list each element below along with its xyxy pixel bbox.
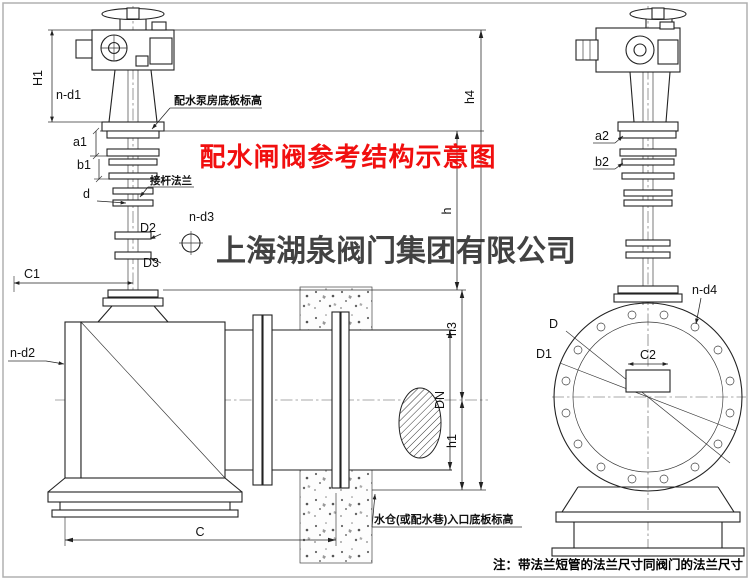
pipe-flange [252, 314, 263, 486]
footnote-text: 注：带法兰短管的法兰尺寸同阀门的法兰尺寸 [493, 557, 744, 572]
wall-flange [331, 311, 341, 489]
watermark-text: 上海湖泉阀门集团有限公司 [216, 234, 576, 269]
wall-flange [340, 311, 350, 489]
bolt-holes [561, 310, 735, 484]
dim-label-D: D [549, 317, 558, 331]
dim-label-d: d [83, 187, 90, 201]
side-stem-flanges [613, 130, 683, 303]
dim-label-h3: h3 [445, 322, 459, 336]
diagram-title: 配水闸阀参考结构示意图 [199, 142, 496, 172]
dim-label-n-d1: n-d1 [56, 88, 81, 102]
side-stem [642, 72, 654, 305]
dim-label-C: C [195, 525, 204, 539]
annotation-stem-flange: 接杆法兰 [150, 174, 192, 187]
dim-label-D3: D3 [143, 256, 159, 270]
annotation-inlet-floor: 水仓(或配水巷)入口底板标高 [374, 512, 513, 526]
side-valve-flange [553, 302, 743, 492]
dim-label-b1: b1 [77, 158, 91, 172]
front-actuator [75, 7, 175, 132]
outlet-pipe [225, 311, 452, 489]
side-base [551, 486, 745, 557]
front-view [47, 7, 486, 518]
labels: H1 n-d1 a1 b1 d D2 D3 n-d3 C1 n-d2 C h4 … [10, 70, 717, 539]
inlet-flange [64, 321, 82, 479]
pipe-flange [262, 314, 273, 486]
dim-label-H1: H1 [31, 70, 45, 86]
dim-label-n-d2: n-d2 [10, 346, 35, 360]
dim-label-DN: DN [433, 391, 447, 409]
pipe-break-symbol [398, 387, 442, 459]
dim-label-h1: h1 [445, 434, 459, 448]
flange-outer-circle [553, 302, 743, 492]
dim-label-h: h [440, 207, 454, 214]
dim-label-D2: D2 [140, 221, 156, 235]
side-actuator [575, 7, 687, 132]
dim-label-h4: h4 [463, 90, 477, 104]
annotation-pump-house-floor: 配水泵房底板标高 [174, 93, 262, 107]
dim-label-C1: C1 [24, 267, 40, 281]
dim-label-n-d4: n-d4 [692, 283, 717, 297]
front-valve-body [64, 321, 226, 479]
dim-label-a2: a2 [595, 129, 609, 143]
dim-label-a1: a1 [73, 135, 87, 149]
flange-inner-circle [572, 321, 724, 473]
side-view [551, 7, 745, 557]
dim-label-C2: C2 [640, 348, 656, 362]
dim-label-D1: D1 [536, 347, 552, 361]
diameter-line-D1 [559, 362, 737, 432]
dimension-lines [8, 29, 702, 546]
front-stem-flanges [96, 130, 170, 323]
dim-label-b2: b2 [595, 155, 609, 169]
center-boss [625, 369, 671, 393]
dim-label-n-d3: n-d3 [189, 210, 214, 224]
front-base [47, 477, 243, 518]
